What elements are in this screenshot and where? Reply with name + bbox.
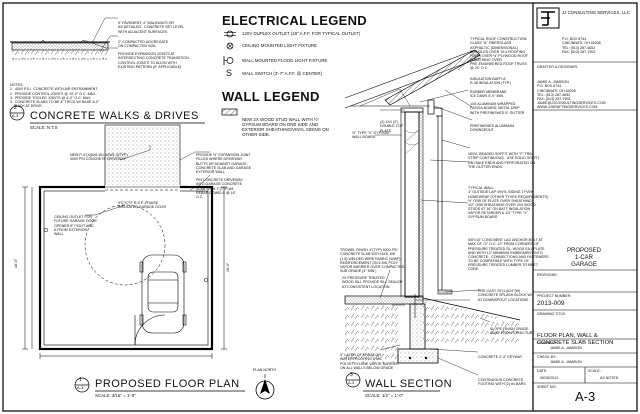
drawing-title: FLOOR PLAN, WALL &CONCRETE SLAB SECTION: [537, 333, 614, 346]
wall-section-title: WALL SECTION: [365, 378, 453, 390]
wall-legend-swatch: [221, 108, 238, 116]
check-by: JAMIE A. JAMISON: [550, 360, 582, 364]
floor-plan-drawing: [22, 124, 227, 359]
walks-drives-title: CONCRETE WALKS & DRIVES: [30, 110, 199, 122]
scale-value: AS NOTED: [600, 376, 619, 380]
walks-drives-detail: [10, 17, 118, 60]
electrical-legend-symbols: [223, 30, 236, 65]
date-label: DATE:: [537, 369, 548, 373]
left-dimension: 18'-0": [14, 258, 18, 268]
roof-construction-note: TYPICAL ROOF CONSTRUCTION:CLASS "A" FIBE…: [470, 37, 528, 71]
floor-plan-detail-sheet: A-3: [77, 385, 84, 390]
typical-wall-note: TYPICAL WALL:4" OUTSIDE LAP VINYL SIDING…: [468, 186, 549, 220]
wall-legend-text: NEW 2X WOOD STUD WALL WITH ½"GYPSUM BOAR…: [242, 117, 329, 138]
general-notes: NOTES:1. 4000 P.S.I. CONCRETE WITH AIR E…: [10, 83, 100, 108]
legend-switch-symbol: S: [226, 68, 233, 78]
right-dimension: 16'-0": [226, 262, 230, 272]
detail-bubbles: [9, 105, 361, 393]
drafter-label: DRAFTER & DESIGNER:: [537, 65, 579, 69]
keyway-note: CONCRETE 2'-3" KEYWAY: [478, 355, 523, 360]
floor-plan-title: PROPOSED FLOOR PLAN: [95, 378, 240, 390]
revisions-label: REVISIONS:: [537, 273, 558, 277]
wall-section-detail-number: 3: [350, 372, 353, 378]
electrical-legend-title: ELECTRICAL LEGEND: [222, 13, 367, 28]
wall-legend-title: WALL LEGEND: [222, 89, 320, 104]
drawn-by: JAMIE A. JAMISON: [550, 346, 582, 350]
legend-duplex-outlet: 120V DUPLEX OUTLET (18" A.F.F. FOR TYPIC…: [242, 31, 361, 36]
date-value: 06/26/2013: [540, 376, 558, 380]
walks-drives-scale: SCALE: N.T.S: [30, 125, 58, 130]
north-arrow-symbol: [255, 374, 275, 400]
car-outline: [139, 254, 187, 334]
legend-flood-light: WALL MOUNTED FLOOD LIGHT FIXTURE: [242, 58, 328, 63]
walks-detail-number: 2: [14, 105, 17, 111]
sheet-number: A-3: [575, 389, 596, 404]
company-logo: [536, 7, 560, 29]
legend-wall-switch: WALL SWITCH (3'-7" A.F.F. @ CENTER): [242, 71, 322, 76]
walks-detail-sheet: A-3: [12, 113, 19, 118]
floor-plan-detail-number: 1: [79, 377, 82, 383]
slab-note: NEW P-4"(X)6X6-W1.4XW1.4(TYP.)3000 PSI C…: [70, 153, 128, 162]
company-name: JJ CONSULTING SERVICES, LLC: [562, 10, 630, 15]
wall-section-drawing: [344, 49, 521, 376]
title-block-lines: [533, 61, 637, 384]
sheet-number-label: SHEET NO.:: [537, 385, 558, 389]
drawing-title-label: DRAWING TITLE:: [537, 312, 566, 316]
legend-ceiling-light: CEILING MOUNTED LIGHT FIXTURE: [242, 43, 318, 48]
splash-block-note: PRE-CAST 20"(L)X24"(W)CONCRETE SPLASH BL…: [478, 289, 532, 302]
drawn-by-label: DRAWN BY:: [537, 341, 558, 345]
check-by-label: CHECK BY:: [537, 355, 557, 359]
project-number-label: PROJECT NUMBER:: [537, 294, 572, 298]
floor-plan-scale: SCALE: 3/16" = 1'-0": [95, 393, 136, 398]
plan-north-label: PLAN NORTH: [253, 368, 277, 372]
wall-section-detail-sheet: A-3: [348, 380, 355, 385]
wall-section-scale: SCALE: 1/2" = 1'-0": [365, 393, 404, 398]
project-number: 2013-009: [537, 300, 565, 307]
scale-label: SCALE:: [588, 369, 601, 373]
